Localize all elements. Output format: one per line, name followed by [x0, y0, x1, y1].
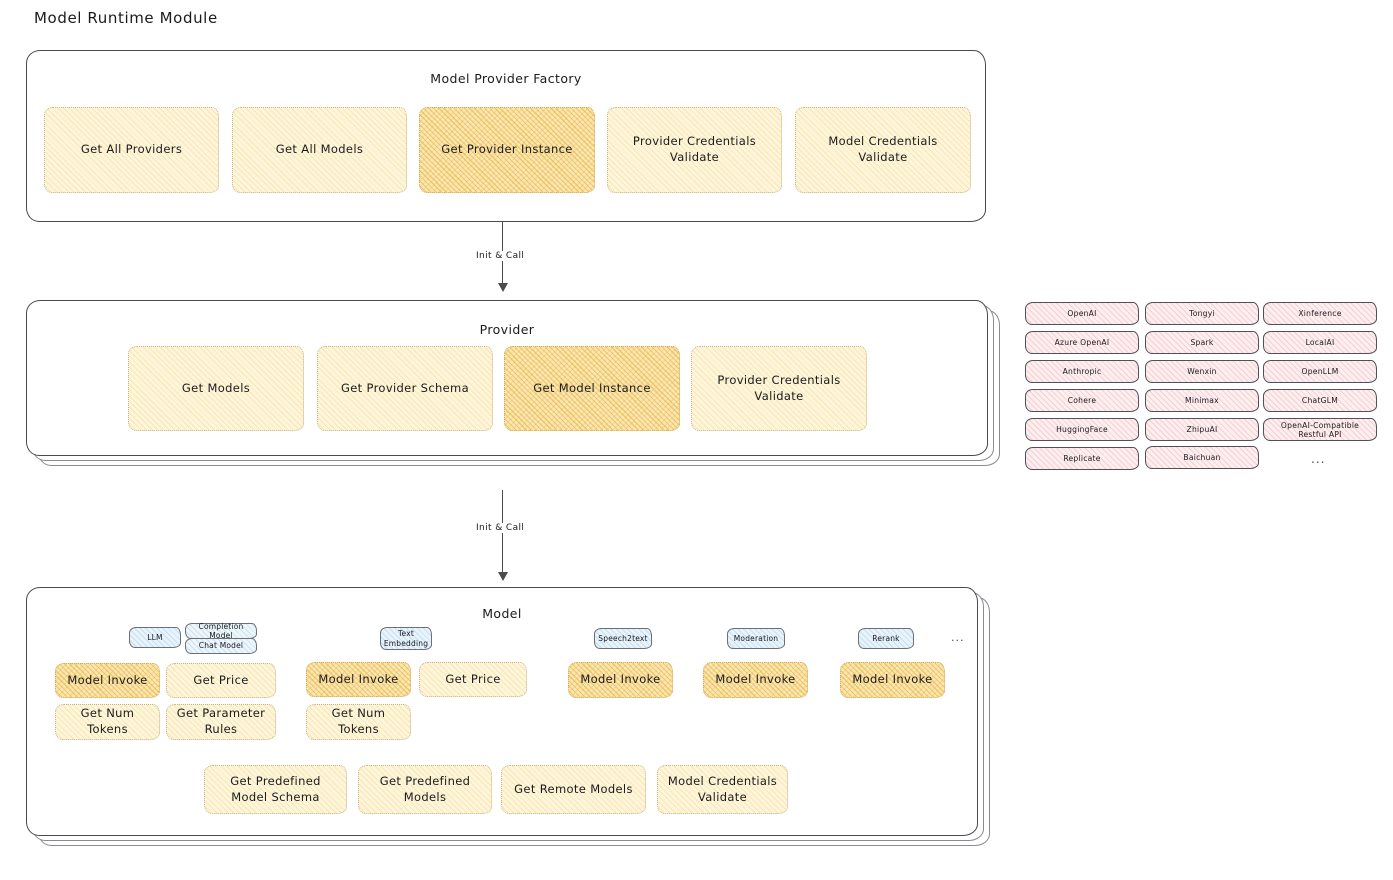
node-get-provider-instance[interactable]: Get Provider Instance [419, 107, 595, 193]
node-provider-credentials-validate-factory[interactable]: Provider Credentials Validate [607, 107, 782, 193]
badge-completion-model[interactable]: Completion Model [185, 622, 257, 640]
model-groups-more: ... [951, 631, 965, 644]
provider-pill-replicate[interactable]: Replicate [1025, 447, 1139, 470]
node-get-remote-models[interactable]: Get Remote Models [501, 765, 646, 814]
provider-pill-wenxin[interactable]: Wenxin [1145, 360, 1259, 383]
provider-title: Provider [479, 322, 535, 337]
node-rerank-model-invoke[interactable]: Model Invoke [840, 662, 945, 698]
node-get-model-instance[interactable]: Get Model Instance [504, 346, 680, 431]
node-speech2text-model-invoke[interactable]: Model Invoke [568, 662, 673, 698]
model-provider-factory-title: Model Provider Factory [430, 71, 582, 86]
model-title: Model [482, 606, 522, 621]
node-llm-get-num-tokens[interactable]: Get Num Tokens [55, 704, 160, 740]
node-get-predefined-model-schema[interactable]: Get Predefined Model Schema [204, 765, 347, 814]
arrow-2-head [497, 572, 508, 581]
page-title: Model Runtime Module [34, 9, 218, 27]
provider-pill-cohere[interactable]: Cohere [1025, 389, 1139, 412]
arrow-1-label: Init & Call [472, 251, 529, 261]
provider-pill-chatglm[interactable]: ChatGLM [1263, 389, 1377, 412]
badge-text-embedding[interactable]: Text Embedding [380, 627, 432, 650]
node-moderation-model-invoke[interactable]: Model Invoke [703, 662, 808, 698]
node-text-embedding-get-price[interactable]: Get Price [419, 662, 527, 697]
provider-pill-azure-openai[interactable]: Azure OpenAI [1025, 331, 1139, 354]
provider-pill-openai[interactable]: OpenAI [1025, 302, 1139, 325]
node-text-embedding-model-invoke[interactable]: Model Invoke [306, 662, 411, 697]
node-get-all-providers[interactable]: Get All Providers [44, 107, 219, 193]
provider-list-more: ... [1311, 452, 1326, 466]
node-get-all-models[interactable]: Get All Models [232, 107, 407, 193]
provider-pill-anthropic[interactable]: Anthropic [1025, 360, 1139, 383]
arrow-1-head [497, 283, 508, 292]
provider-pill-spark[interactable]: Spark [1145, 331, 1259, 354]
badge-speech2text[interactable]: Speech2text [594, 628, 652, 649]
node-provider-credentials-validate[interactable]: Provider Credentials Validate [691, 346, 867, 431]
provider-pill-huggingface[interactable]: HuggingFace [1025, 418, 1139, 441]
node-text-embedding-get-num-tokens[interactable]: Get Num Tokens [306, 704, 411, 740]
node-llm-get-parameter-rules[interactable]: Get Parameter Rules [166, 704, 276, 740]
arrow-2-line [502, 490, 504, 576]
arrow-2-label: Init & Call [472, 523, 529, 533]
node-llm-get-price[interactable]: Get Price [166, 663, 276, 698]
badge-llm[interactable]: LLM [129, 627, 181, 648]
node-get-provider-schema[interactable]: Get Provider Schema [317, 346, 493, 431]
provider-pill-baichuan[interactable]: Baichuan [1145, 446, 1259, 469]
badge-rerank[interactable]: Rerank [858, 628, 914, 649]
provider-pill-openllm[interactable]: OpenLLM [1263, 360, 1377, 383]
node-get-predefined-models[interactable]: Get Predefined Models [358, 765, 492, 814]
provider-pill-minimax[interactable]: Minimax [1145, 389, 1259, 412]
node-get-models[interactable]: Get Models [128, 346, 304, 431]
provider-pill-xinference[interactable]: Xinference [1263, 302, 1377, 325]
provider-pill-openai-compatible-restful-api[interactable]: OpenAI-Compatible Restful API [1263, 418, 1377, 441]
badge-chat-model[interactable]: Chat Model [185, 638, 257, 654]
provider-pill-localai[interactable]: LocalAI [1263, 331, 1377, 354]
node-llm-model-invoke[interactable]: Model Invoke [55, 663, 160, 698]
provider-pill-tongyi[interactable]: Tongyi [1145, 302, 1259, 325]
provider-pill-zhipuai[interactable]: ZhipuAI [1145, 418, 1259, 441]
badge-moderation[interactable]: Moderation [727, 628, 785, 649]
node-model-credentials-validate-factory[interactable]: Model Credentials Validate [795, 107, 971, 193]
node-model-credentials-validate[interactable]: Model Credentials Validate [657, 765, 788, 814]
